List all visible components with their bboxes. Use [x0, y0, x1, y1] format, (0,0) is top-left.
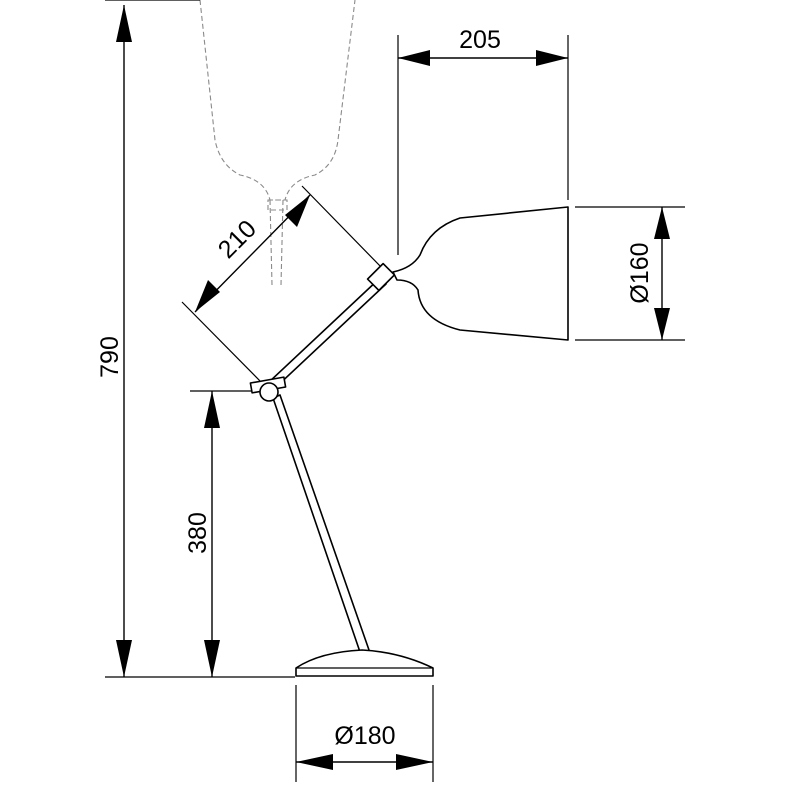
label-joint-height: 380: [184, 512, 212, 554]
dimension-shade-diameter: Ø160: [626, 207, 670, 340]
lamp-joint: [259, 382, 279, 402]
dimension-base-diameter: Ø180: [296, 722, 433, 770]
lamp-arm: [267, 277, 387, 390]
label-shade-reach: 205: [459, 26, 501, 54]
lamp-shade-collar: [366, 262, 396, 292]
lamp: [249, 206, 569, 677]
label-total-height: 790: [96, 336, 124, 378]
ghost-shade-upright: [199, 0, 356, 286]
dimension-shade-reach: 205: [398, 26, 568, 66]
lamp-shade: [392, 206, 569, 341]
lamp-stem: [272, 394, 370, 658]
dimension-joint-height: 380: [184, 391, 220, 677]
dimension-arm-length: 210: [194, 194, 311, 313]
label-base-diameter: Ø180: [334, 722, 395, 750]
dimension-total-height: 790: [96, 5, 132, 677]
label-shade-diameter: Ø160: [626, 242, 654, 303]
lamp-base: [295, 649, 434, 677]
label-arm-length: 210: [213, 215, 262, 264]
